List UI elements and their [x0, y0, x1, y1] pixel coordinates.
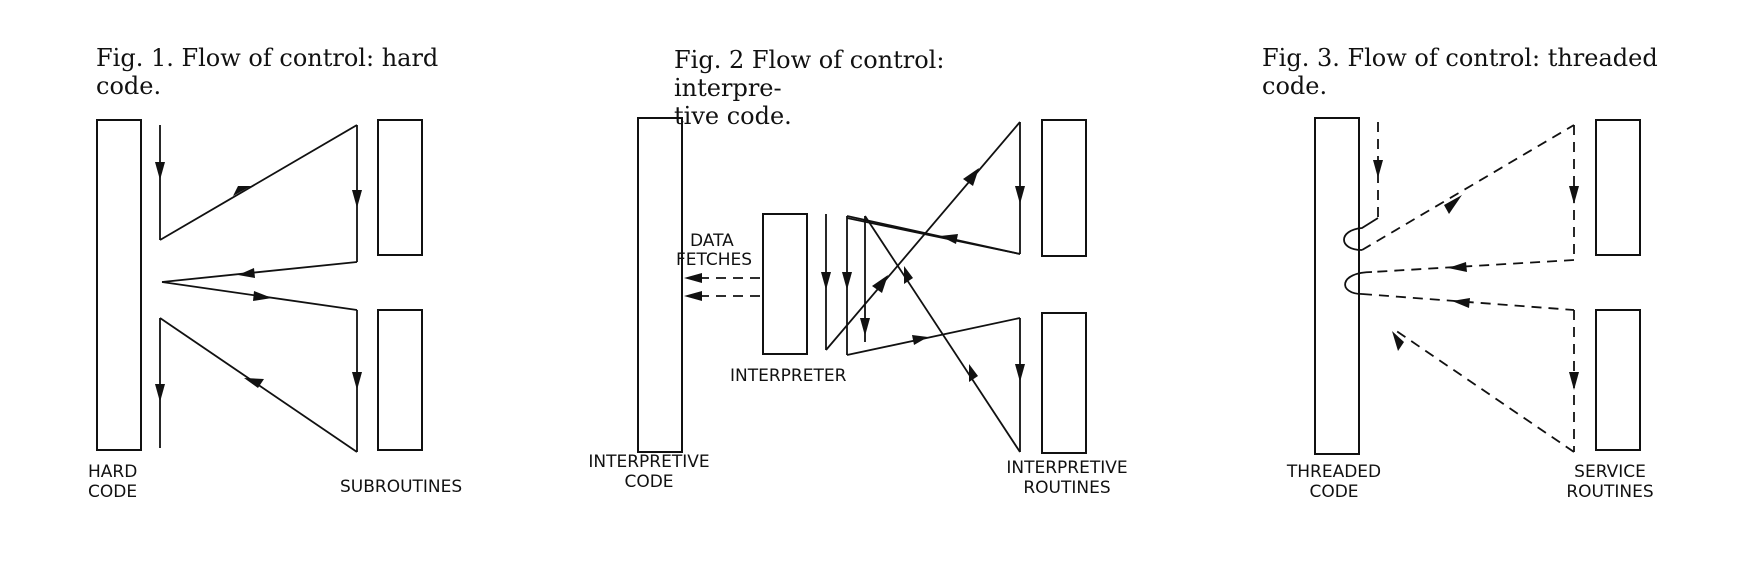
- figure-2-caption-line-1: Fig. 2 Flow of control: interpre-: [674, 46, 945, 102]
- interpretive-routine-block-1: [1041, 119, 1087, 257]
- arrow-down: [1373, 160, 1383, 178]
- arrow-left: [1452, 298, 1470, 308]
- figure-3-caption-line-1: Fig. 3. Flow of control: threaded: [1262, 44, 1658, 72]
- figure-3-caption: Fig. 3. Flow of control: threaded code.: [1262, 44, 1662, 100]
- arrow-left: [238, 268, 255, 278]
- arrow-down: [1015, 364, 1025, 382]
- subroutines-label: SUBROUTINES: [340, 477, 463, 497]
- figure-2-caption-line-2: tive code.: [674, 102, 792, 130]
- arrow-down: [352, 372, 362, 390]
- arrow-down: [1569, 186, 1579, 204]
- figure-3-caption-line-2: code.: [1262, 72, 1328, 100]
- flow-line: [159, 124, 358, 241]
- flow-line: [1394, 329, 1575, 453]
- flow-line: [161, 261, 358, 283]
- service-routine-block-1: [1595, 119, 1641, 256]
- hard-code-label: HARD CODE: [88, 462, 148, 502]
- interpretive-routines-label-line-1: INTERPRETIVE: [1006, 458, 1128, 478]
- arrow-down: [1569, 372, 1579, 390]
- arrow-up-right: [1444, 195, 1462, 214]
- arrow-down: [352, 190, 362, 208]
- arrow-up-left: [969, 364, 978, 382]
- arrow-up-left: [904, 266, 913, 284]
- interpreter-block: [762, 213, 808, 355]
- interpretive-code-label-line-2: CODE: [624, 472, 674, 492]
- arrow-right: [912, 335, 928, 345]
- hard-code-label-line-2: CODE: [88, 482, 138, 502]
- flow-line: [1361, 124, 1575, 251]
- arrow-down: [860, 318, 870, 336]
- interpretive-code-label: INTERPRETIVE CODE: [586, 452, 712, 492]
- data-fetches-label: DATA FETCHES: [676, 232, 756, 270]
- service-routines-label: SERVICE ROUTINES: [1560, 462, 1660, 502]
- hard-code-block: [96, 119, 142, 451]
- loop-turn: [1343, 217, 1379, 251]
- threaded-code-label: THREADED CODE: [1284, 462, 1384, 502]
- threaded-code-block: [1314, 117, 1360, 455]
- flow-line: [1371, 259, 1575, 273]
- arrow-up-right: [233, 186, 251, 196]
- arrow-left: [940, 234, 958, 244]
- arrow-down: [842, 272, 852, 290]
- arrow-down: [1015, 186, 1025, 204]
- arrow-left: [684, 291, 702, 301]
- flow-line: [846, 317, 1021, 356]
- interpretive-routines-label: INTERPRETIVE ROUTINES: [1004, 458, 1130, 498]
- arrow-up-left: [1392, 331, 1404, 351]
- interpretive-routine-block-2: [1041, 312, 1087, 454]
- arrow-down: [155, 384, 165, 402]
- arrow-down: [155, 162, 165, 180]
- flow-line: [825, 121, 1021, 351]
- loop-turn: [1344, 271, 1373, 295]
- subroutine-block-1: [377, 119, 423, 256]
- interpretive-code-block: [637, 117, 683, 453]
- arrow-left: [1448, 262, 1467, 272]
- figure-1-caption: Fig. 1. Flow of control: hard code.: [96, 44, 476, 100]
- flow-line: [864, 215, 1021, 453]
- interpreter-label: INTERPRETER: [730, 366, 847, 386]
- data-fetches-label-line-2: FETCHES: [676, 250, 753, 270]
- arrow-left: [684, 273, 702, 283]
- arrow-up-right: [963, 168, 979, 186]
- service-routines-label-line-2: ROUTINES: [1566, 482, 1654, 502]
- figure-1-caption-line-2: code.: [96, 72, 162, 100]
- interpretive-routines-label-line-2: ROUTINES: [1023, 478, 1111, 498]
- hard-code-label-line-1: HARD: [88, 462, 138, 482]
- subroutine-block-2: [377, 309, 423, 451]
- service-routines-label-line-1: SERVICE: [1574, 462, 1646, 482]
- arrow-up-left: [244, 378, 264, 388]
- data-fetches-label-line-1: DATA: [690, 231, 734, 251]
- service-routine-block-2: [1595, 309, 1641, 451]
- arrow-down: [821, 272, 831, 290]
- figure-2-caption: Fig. 2 Flow of control: interpre- tive c…: [674, 46, 1054, 130]
- threaded-code-label-line-1: THREADED: [1286, 462, 1382, 482]
- interpretive-code-label-line-1: INTERPRETIVE: [588, 452, 710, 472]
- figure-1-caption-line-1: Fig. 1. Flow of control: hard: [96, 44, 439, 72]
- arrow-up-right: [872, 275, 888, 293]
- arrow-right: [253, 291, 272, 301]
- threaded-code-label-line-2: CODE: [1309, 482, 1359, 502]
- flow-line: [846, 217, 1021, 255]
